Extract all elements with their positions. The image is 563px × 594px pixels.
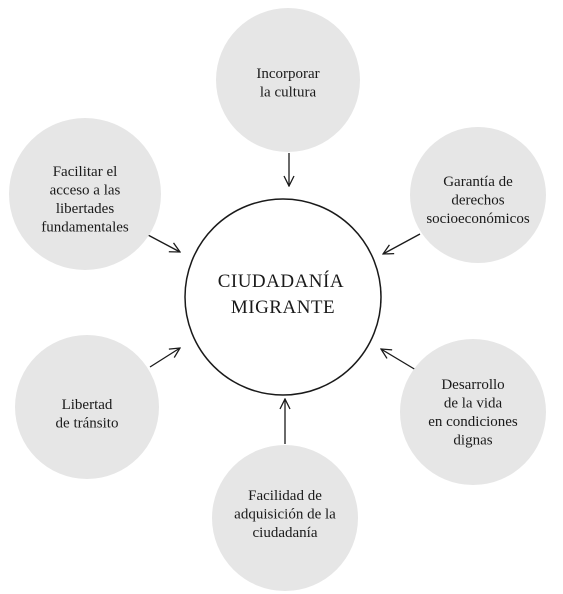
node-top-label: Incorporar la cultura xyxy=(256,66,319,101)
node-top-right-label-line-1: Garantía de xyxy=(443,174,513,190)
node-bottom-label-line-1: Facilidad de xyxy=(248,488,322,504)
node-bottom-label: Facilidad de adquisición de la ciudadanía xyxy=(234,488,336,541)
center-label-line-2: MIGRANTE xyxy=(231,297,335,318)
node-bottom: Facilidad de adquisición de la ciudadanía xyxy=(212,445,358,591)
center-node-ciudadania-migrante: CIUDADANÍA MIGRANTE xyxy=(184,198,382,396)
center-circle xyxy=(184,198,382,396)
node-bottom-label-line-3: ciudadanía xyxy=(253,525,318,541)
node-bottom-right-label-line-1: Desarrollo xyxy=(441,377,504,393)
center-label-line-1: CIUDADANÍA xyxy=(218,270,344,292)
node-top-left: Facilitar el acceso a las libertades fundam… xyxy=(9,118,161,270)
node-bottom-circle xyxy=(212,445,358,591)
node-top-label-line-1: Incorporar xyxy=(256,66,319,82)
node-top-left-label-line-4: fundamentales xyxy=(41,220,129,236)
center-label: CIUDADANÍA MIGRANTE xyxy=(218,270,349,318)
node-top-left-label-line-3: libertades xyxy=(56,201,114,217)
node-top-right: Garantía de derechos socioeconómicos xyxy=(410,127,546,263)
node-top-label-line-2: la cultura xyxy=(260,85,317,101)
node-bottom-right-label-line-4: dignas xyxy=(453,433,492,449)
node-bottom-right: Desarrollo de la vida en condiciones dignas xyxy=(400,339,546,485)
node-bottom-left-label-line-2: de tránsito xyxy=(56,416,119,432)
node-top: Incorporar la cultura xyxy=(216,8,360,152)
arrow-bottom-right-to-center xyxy=(381,349,417,371)
node-bottom-right-circle xyxy=(400,339,546,485)
node-top-left-label-line-1: Facilitar el xyxy=(53,164,118,180)
node-top-right-label: Garantía de derechos socioeconómicos xyxy=(426,174,529,227)
node-top-circle xyxy=(216,8,360,152)
arrows-layer xyxy=(147,153,421,444)
node-bottom-left-label: Libertad de tránsito xyxy=(56,397,119,432)
node-bottom-right-label-line-3: en condiciones xyxy=(428,414,518,430)
node-bottom-left: Libertad de tránsito xyxy=(15,335,159,479)
node-bottom-right-label: Desarrollo de la vida en condiciones dignas xyxy=(428,377,518,449)
node-top-right-label-line-3: socioeconómicos xyxy=(426,211,529,227)
node-bottom-left-circle xyxy=(15,335,159,479)
arrow-top-left-to-center xyxy=(147,234,180,252)
node-top-left-circle xyxy=(9,118,161,270)
node-top-left-label-line-2: acceso a las xyxy=(50,183,121,199)
node-top-left-label: Facilitar el acceso a las libertades fundam… xyxy=(41,164,129,236)
node-bottom-left-label-line-1: Libertad xyxy=(62,397,113,413)
node-top-right-label-line-2: derechos xyxy=(451,193,504,209)
node-bottom-right-label-line-2: de la vida xyxy=(444,396,503,412)
arrow-top-right-to-center xyxy=(383,233,421,254)
node-top-right-circle xyxy=(410,127,546,263)
node-bottom-label-line-2: adquisición de la xyxy=(234,507,336,523)
arrow-bottom-left-to-center xyxy=(149,348,180,368)
